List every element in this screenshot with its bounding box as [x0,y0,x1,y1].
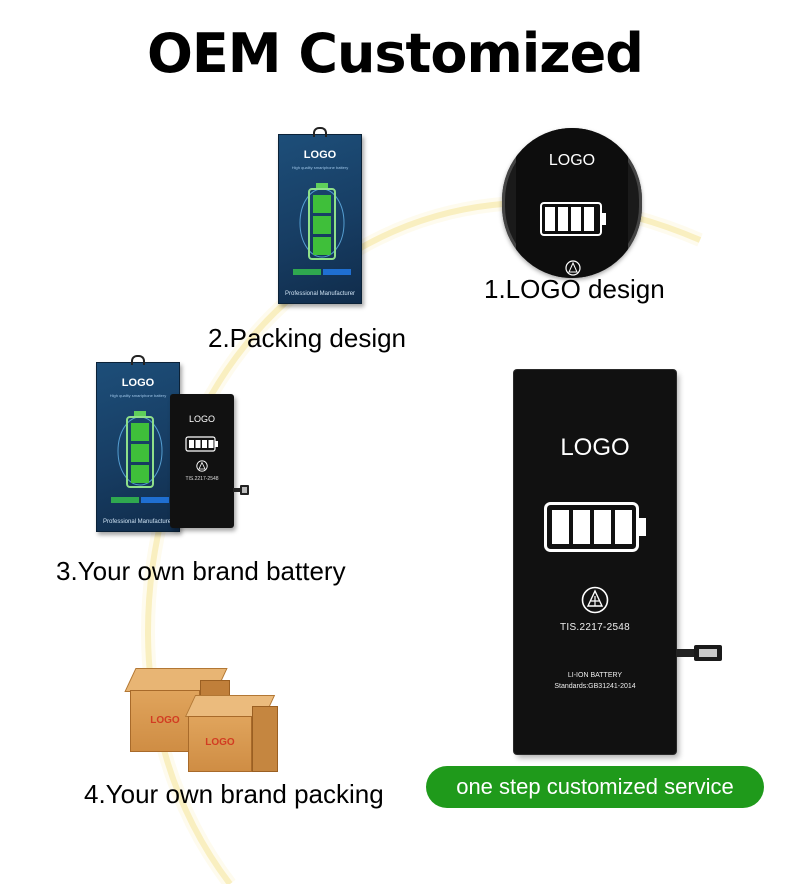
logo-closeup: LOGO [502,128,642,278]
large-battery-certification: TIS.2217-2548 [559,622,631,633]
cardboard-front-logo: LOGO [205,737,235,748]
brand-box-tag-green [111,497,139,503]
large-battery: LOGO TIS.2217-2548 LI-ION BATTERY Standa… [514,370,676,754]
customized-service-button[interactable]: one step customized service [426,766,764,808]
small-battery-spec: TIS.2217-2548 [185,476,219,482]
certification-icon [196,460,208,472]
logo-closeup-text: LOGO [548,152,596,169]
battery-level-icon [185,436,218,452]
battery-graphic-icon [117,411,163,488]
step-3-caption: 3.Your own brand battery [56,556,346,586]
page-title: OEM Customized [147,22,644,85]
certification-icon [565,260,581,276]
step-4-caption: 4.Your own brand packing [84,779,384,809]
cardboard-box-side [252,706,278,772]
battery-level-icon [540,202,606,236]
step-1-caption: 1.LOGO design [484,274,665,304]
brand-box-tag-blue [141,497,169,503]
small-battery: LOGO TIS.2217-2548 [170,394,234,528]
large-battery-type: LI-ION BATTERY [567,672,623,679]
battery-graphic-icon [299,183,345,260]
packing-box: LOGO High quality smartphone battery Pro… [278,127,362,304]
brand-box-tagline: High quality smartphone battery [109,393,167,398]
brand-box-footer: Professional Manufacturer [103,519,174,525]
brand-box-logo: LOGO [121,377,155,389]
large-battery-standards: Standards:GB31241-2014 [554,683,636,690]
small-battery-connector [233,485,249,495]
packing-box-tagline: High quality smartphone battery [291,165,349,170]
packing-box-footer: Professional Manufacturer [285,291,356,297]
battery-connector [676,645,722,661]
small-battery-logo: LOGO [188,414,215,424]
large-battery-logo: LOGO [560,434,630,461]
step-2-caption: 2.Packing design [208,323,407,353]
certification-icon [581,586,609,614]
brand-packing-box: LOGO High quality smartphone battery Pro… [96,355,180,532]
cardboard-box-front: LOGO [188,716,252,772]
battery-level-icon [544,502,646,552]
packing-box-logo: LOGO [303,149,337,161]
packing-box-tag-blue [323,269,351,275]
packing-box-tag-green [293,269,321,275]
cardboard-back-logo: LOGO [150,715,180,726]
